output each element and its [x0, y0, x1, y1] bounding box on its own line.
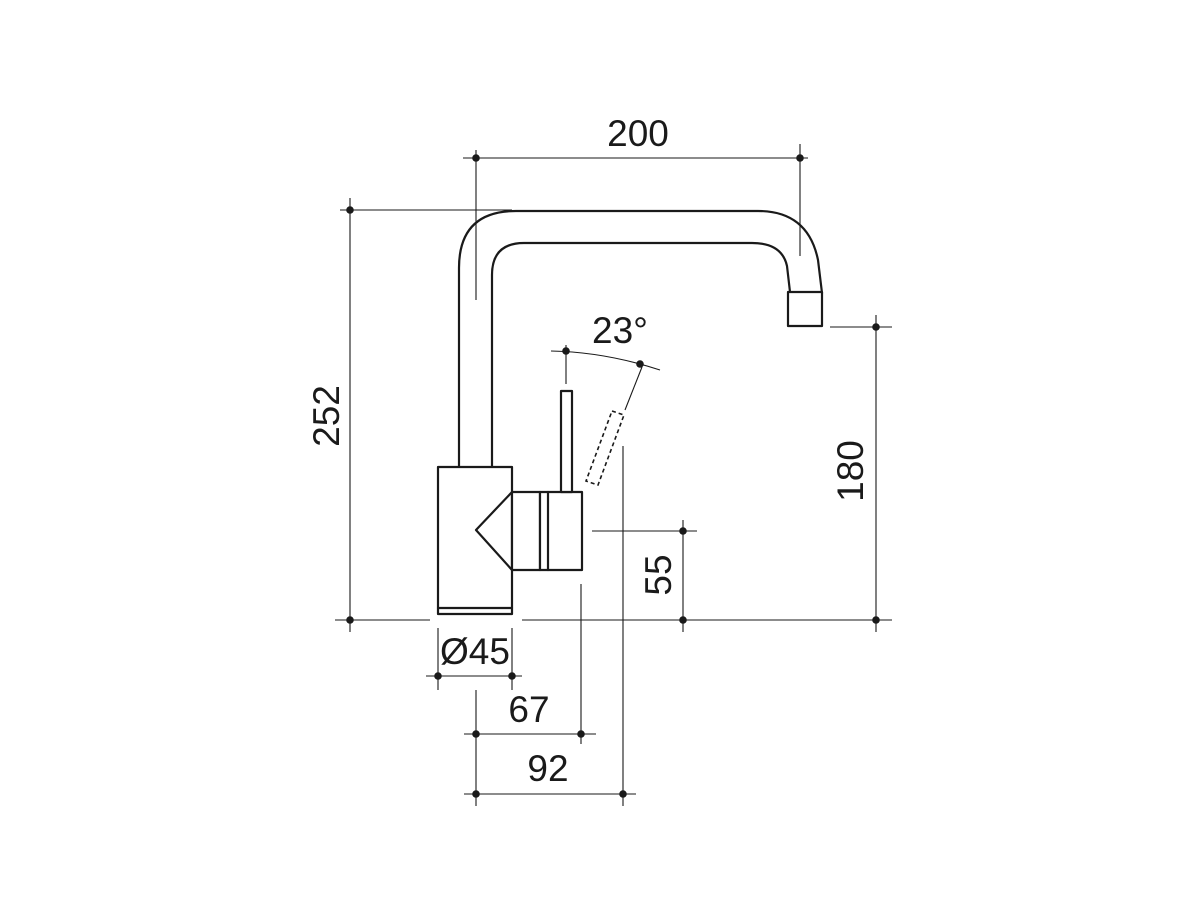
dimension-lines [335, 144, 892, 806]
dimension-labels: 200 252 180 55 Ø45 67 92 23° [306, 113, 871, 789]
lever-cap [538, 490, 584, 572]
spout [457, 209, 824, 470]
aerator [786, 290, 824, 328]
label-lever-offset: 67 [508, 689, 549, 730]
label-lever-height: 55 [638, 554, 679, 595]
housing-chamfer [474, 490, 514, 572]
lever-housing [510, 490, 542, 572]
lever-handle-tilted [584, 409, 626, 487]
tap-outline [436, 209, 824, 616]
label-lever-angle: 23° [592, 310, 648, 351]
label-overall-height: 252 [306, 385, 347, 447]
lever-handle [559, 389, 574, 494]
label-spout-height: 180 [830, 440, 871, 502]
label-overall-depth: 92 [527, 748, 568, 789]
spout-inner [490, 241, 792, 468]
tap-body [436, 465, 514, 616]
label-spout-reach: 200 [607, 113, 669, 154]
label-body-diameter: Ø45 [440, 631, 510, 672]
